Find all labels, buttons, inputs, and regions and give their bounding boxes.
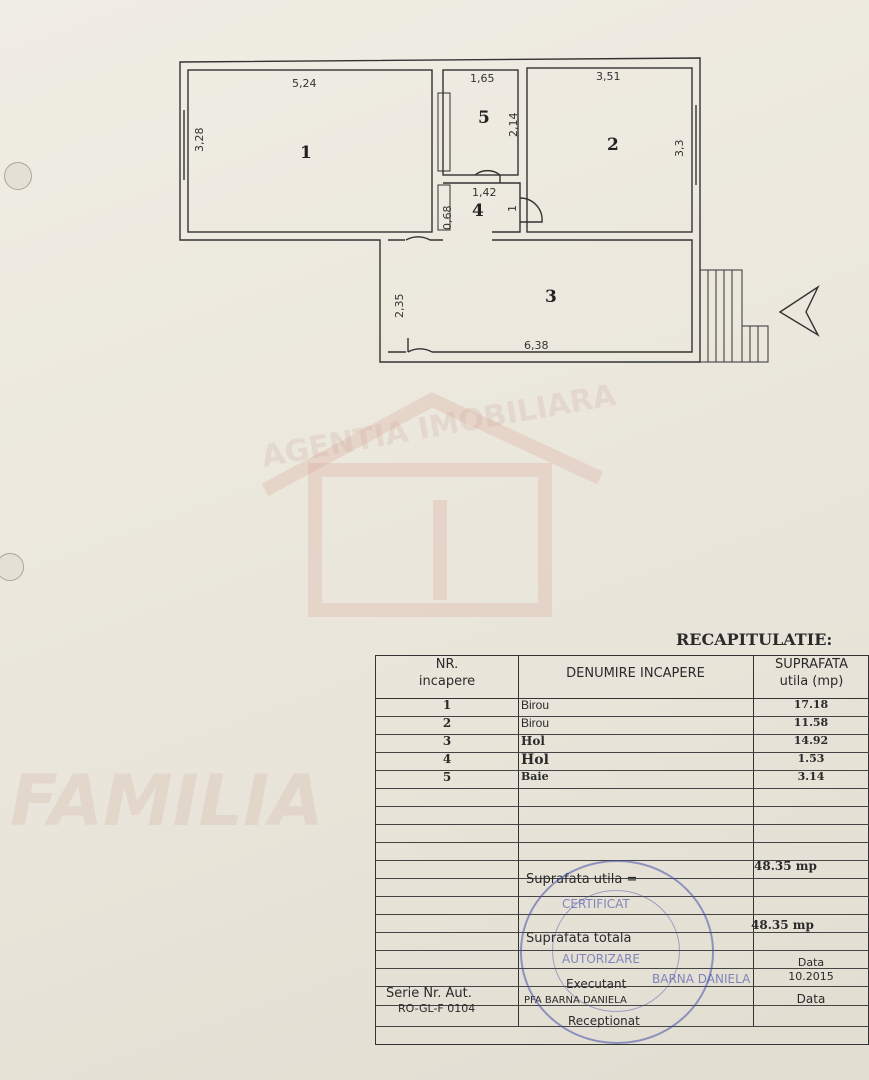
room-3-number: 3 — [545, 287, 557, 307]
column-divider — [753, 656, 754, 1026]
row-area: 14.92 — [793, 734, 829, 747]
room-2-width: 3,51 — [596, 70, 621, 83]
table-row — [376, 806, 869, 825]
room-3-width: 6,38 — [524, 339, 549, 352]
recap-title: RECAPITULATIE: — [676, 630, 833, 649]
row-name: Baie — [521, 770, 549, 783]
room-5-outline — [442, 69, 519, 176]
stairs — [700, 269, 769, 363]
header-nr-line1: NR. — [435, 657, 459, 672]
column-divider — [518, 656, 519, 1026]
room-2-outline — [526, 67, 693, 233]
stamp-text: BARNA DANIELA — [652, 972, 751, 986]
shaft-hatch — [437, 184, 451, 231]
header-area-line2: utila (mp) — [779, 674, 844, 689]
door — [519, 197, 543, 223]
room-1-outline — [187, 69, 433, 233]
room-4-height: 1 — [506, 205, 519, 212]
serie-label: Serie Nr. Aut. — [386, 986, 472, 1001]
header-area: SUPRAFATA utila (mp) — [753, 656, 869, 699]
row-area: 11.58 — [793, 716, 829, 729]
room-2-height: 3,3 — [673, 140, 686, 158]
table-row — [376, 788, 869, 807]
table-row: 1 Birou 17.18 — [376, 698, 869, 717]
serie-value: RO-GL-F 0104 — [398, 1002, 476, 1015]
room-4-width: 1,42 — [472, 186, 497, 199]
stamp-text: AUTORIZARE — [562, 952, 640, 966]
watermark-brand: FAMILIA — [10, 760, 324, 842]
room-5-height: 2,14 — [507, 113, 520, 138]
date-label-2: Data — [796, 992, 826, 1006]
entrance-arrow-icon — [778, 285, 820, 337]
room-3-outline — [388, 239, 693, 353]
row-nr: 2 — [442, 716, 452, 730]
stamp-text: CERTIFICAT — [562, 897, 630, 911]
row-name: Hol — [521, 752, 549, 768]
header-area-line1: SUPRAFATA — [775, 657, 848, 672]
table-row: 3 Hol 14.92 — [376, 734, 869, 753]
row-nr: 3 — [442, 734, 452, 748]
room-5-width: 1,65 — [470, 72, 495, 85]
room-1-height: 3,28 — [193, 128, 206, 153]
row-name: Birou — [521, 698, 550, 712]
stamp-inner-ring — [552, 890, 680, 1012]
row-nr: 5 — [442, 770, 452, 784]
date-value: 10.2015 — [788, 970, 834, 983]
row-area: 17.18 — [793, 698, 829, 711]
row-area: 1.53 — [797, 752, 825, 765]
room-5-number: 5 — [478, 108, 490, 128]
door — [407, 338, 433, 353]
table-row — [376, 824, 869, 843]
room-4-number: 4 — [472, 201, 484, 221]
row-name: Hol — [521, 734, 545, 748]
table-row: 4 Hol 1.53 — [376, 752, 869, 771]
wall-outer — [179, 57, 701, 363]
room-1-width: 5,24 — [292, 77, 317, 90]
door — [405, 236, 431, 241]
date-label: Data — [797, 956, 825, 969]
room-4-extra: 0,68 — [441, 206, 454, 231]
certification-stamp: CERTIFICAT AUTORIZARE BARNA DANIELA — [520, 860, 750, 1044]
room-3-height: 2,35 — [393, 294, 406, 319]
shaft-hatch — [437, 92, 451, 172]
header-nr: NR. incapere — [376, 656, 518, 699]
door — [474, 169, 501, 183]
punch-hole — [4, 162, 32, 190]
room-2-number: 2 — [607, 135, 619, 155]
room-4-outline — [443, 182, 521, 233]
row-area: 3.14 — [797, 770, 825, 783]
useful-area-value: 48.35 mp — [754, 859, 817, 873]
header-nr-line2: incapere — [418, 674, 476, 689]
header-name: DENUMIRE INCAPERE — [518, 656, 753, 699]
row-name: Birou — [521, 716, 550, 730]
punch-hole — [0, 553, 24, 581]
room-1-number: 1 — [300, 143, 312, 163]
total-area-value: 48.35 mp — [751, 918, 814, 932]
table-row: 5 Baie 3.14 — [376, 770, 869, 789]
table-row: 2 Birou 11.58 — [376, 716, 869, 735]
row-nr: 4 — [442, 752, 452, 766]
watermark-house-logo — [261, 392, 603, 617]
row-nr: 1 — [442, 698, 452, 712]
